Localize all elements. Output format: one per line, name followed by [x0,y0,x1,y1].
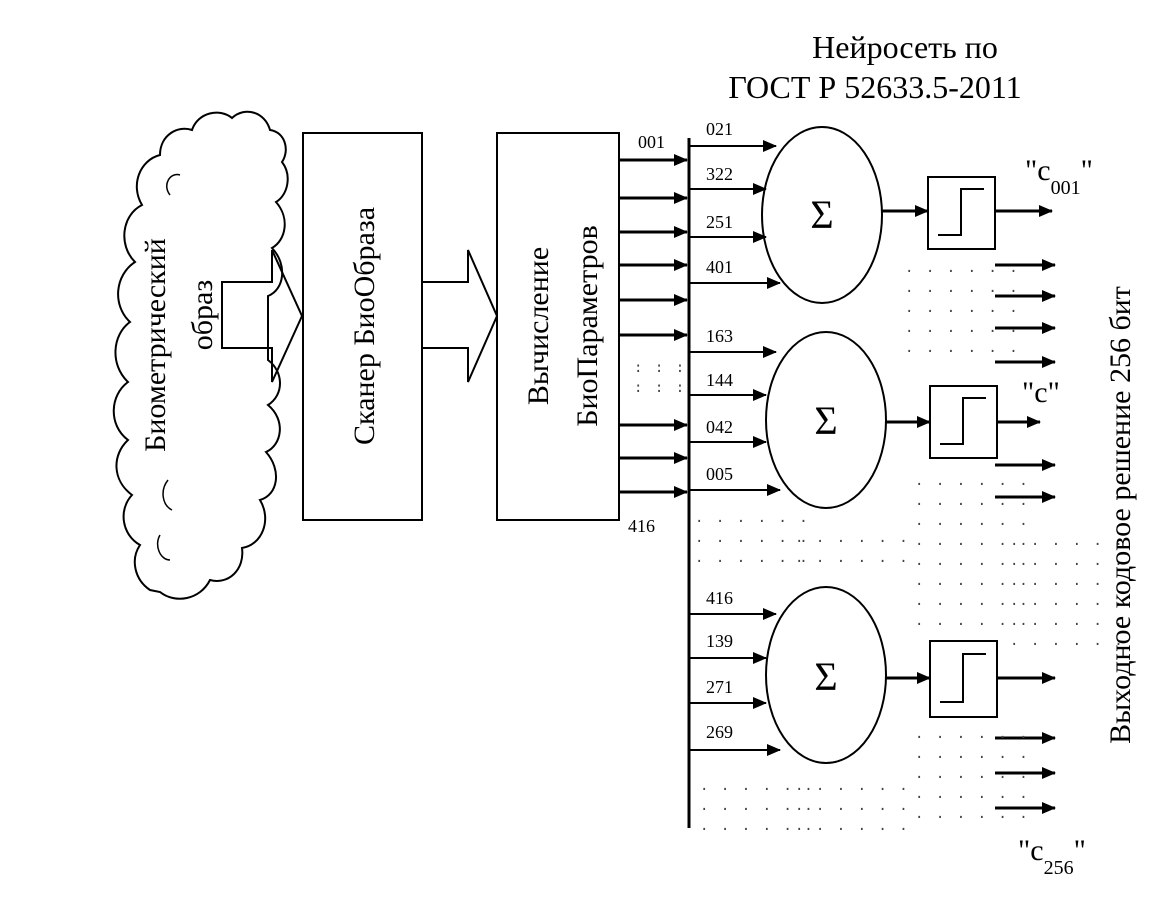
bus-dots-1: : : : [634,360,686,376]
cloud-label-line2: образ [186,280,219,350]
neuron-1 [689,126,1053,304]
svg-text:. . . . . .: . . . . . . [915,726,1030,742]
svg-text:. . . . . .: . . . . . . [905,300,1020,316]
svg-text:. . . . . .: . . . . . . [905,260,1020,276]
svg-text:. . . . . .: . . . . . . [1010,613,1125,629]
svg-text:. . . . . .: . . . . . . [1010,573,1125,589]
neuron-3 [689,586,1056,764]
output-arrows [995,259,1056,814]
neuron-3-input-2: 139 [706,631,733,651]
svg-text:. . . . . .: . . . . . . [795,550,910,566]
svg-text:. . . . . .: . . . . . . [1010,633,1125,649]
svg-text:. . . . . .: . . . . . . [695,550,810,566]
side-label: Выходное кодовое решение 256 бит [1104,286,1137,744]
neuron-1-sigma: Σ [810,192,833,237]
svg-text:. . . . . .: . . . . . . [905,320,1020,336]
svg-text:. . . . . .: . . . . . . [915,593,1030,609]
neuron-3-ellipse [765,586,887,764]
svg-text:. . . . . .: . . . . . . [915,473,1030,489]
svg-text:. . . . . .: . . . . . . [915,746,1030,762]
neuron-2-input-4: 005 [706,464,733,484]
svg-text:. . . . . .: . . . . . . [915,493,1030,509]
svg-text:. . . . . .: . . . . . . [1010,533,1125,549]
svg-text:. . . . . .: . . . . . . [1010,553,1125,569]
svg-text:. . . . . .: . . . . . . [905,340,1020,356]
title-line2: ГОСТ Р 52633.5-2011 [728,69,1021,105]
compute-box [496,132,620,521]
svg-text:. . . . . .: . . . . . . [915,786,1030,802]
output-label-last: "c256" [1018,834,1086,879]
neuron-3-sigma: Σ [814,654,837,699]
neuron-1-input-4: 401 [706,257,733,277]
cloud-label-line1: Биометрический [139,238,172,452]
svg-text:. . . . . .: . . . . . . [915,553,1030,569]
neuron-2 [689,331,1041,509]
ellipsis-dots: . . . . . . . . . . . . . . . . . . . . … [695,260,1125,834]
neuron-2-input-2: 144 [706,370,733,390]
neuron-3-input-1: 416 [706,588,733,608]
neuron-2-input-1: 163 [706,326,733,346]
svg-text:. . . . . .: . . . . . . [915,513,1030,529]
neuron-2-sigma: Σ [814,398,837,443]
compute-label-line1: Вычисление [522,247,555,405]
neuron-3-input-3: 271 [706,677,733,697]
neuron-1-ellipse [761,126,883,304]
bus-label-last: 416 [628,516,655,536]
svg-text:. . . . . .: . . . . . . [1010,593,1125,609]
neuron-2-ellipse [765,331,887,509]
neuron-1-input-1: 021 [706,119,733,139]
svg-text:. . . . . .: . . . . . . [915,766,1030,782]
output-label-middle: "c" [1022,376,1060,409]
svg-text:. . . . . .: . . . . . . [915,533,1030,549]
svg-text:"c001": "c001" [1025,154,1093,199]
svg-text:. . . . . .: . . . . . . [795,778,910,794]
biometric-cloud [112,110,289,600]
compute-label-line2: БиоПараметров [571,225,604,427]
svg-text:. . . . . .: . . . . . . [700,818,815,834]
svg-text:. . . . . .: . . . . . . [915,613,1030,629]
svg-text:. . . . . .: . . . . . . [915,806,1030,822]
svg-text:"c256": "c256" [1018,834,1086,879]
output-label-first: "c001" [1025,154,1093,199]
svg-text:. . . . . .: . . . . . . [700,798,815,814]
bus-input-arrows [619,154,688,498]
hollow-arrow-2 [421,249,499,383]
neuron-3-input-4: 269 [706,722,733,742]
neuron-1-step [927,176,996,250]
svg-text:. . . . . .: . . . . . . [795,818,910,834]
hollow-arrow-1 [221,249,304,383]
neuron-1-input-3: 251 [706,212,733,232]
svg-text:. . . . . .: . . . . . . [795,530,910,546]
svg-text:"c": "c" [1022,376,1060,409]
neuron-2-input-3: 042 [706,417,733,437]
scanner-label: Сканер БиоОбраза [348,207,381,445]
bus-dots-2: : : : [634,380,686,396]
svg-text:. . . . . .: . . . . . . [695,530,810,546]
svg-text:. . . . . .: . . . . . . [695,510,810,526]
svg-text:. . . . . .: . . . . . . [915,573,1030,589]
title-line1: Нейросеть по [812,29,998,65]
svg-text:. . . . . .: . . . . . . [795,798,910,814]
neuron-1-input-2: 322 [706,164,733,184]
bus-label-first: 001 [638,132,665,152]
svg-text:. . . . . .: . . . . . . [905,280,1020,296]
svg-text:. . . . . .: . . . . . . [700,778,815,794]
